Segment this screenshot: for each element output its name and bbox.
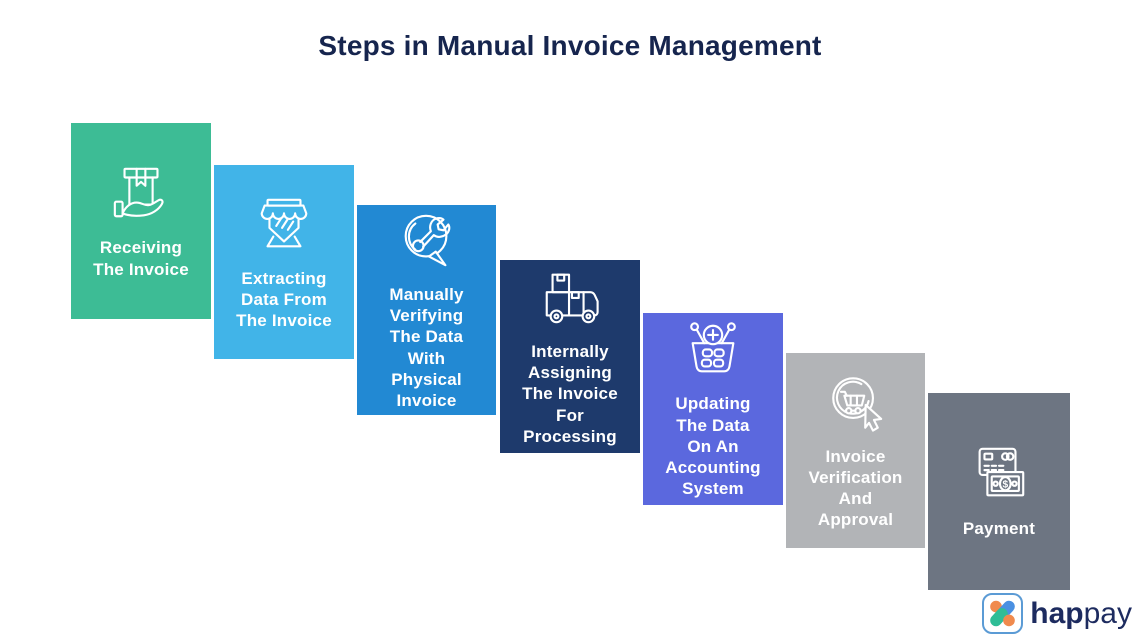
- happay-logo: happay: [982, 593, 1132, 634]
- happay-wordmark: happay: [1030, 596, 1132, 630]
- page-title: Steps in Manual Invoice Management: [318, 30, 822, 61]
- step-label: Invoice Verification And Approval: [808, 446, 903, 530]
- wrench-speech-bubble-icon: [396, 209, 458, 271]
- step-label: Payment: [962, 519, 1036, 539]
- step-card-internal-assignment: Internally Assigning The Invoice For Pro…: [500, 260, 640, 453]
- happay-logo-icon: [982, 593, 1024, 634]
- card-banknote-icon: $: [968, 443, 1030, 505]
- storefront-extract-icon: [253, 193, 315, 255]
- step-label: Updating The Data On An Accounting Syste…: [665, 394, 761, 499]
- step-card-receiving-invoice: Receiving The Invoice: [71, 123, 211, 319]
- basket-plus-icon: [682, 318, 744, 380]
- cart-cursor-icon: [825, 371, 887, 433]
- step-label: Manually Verifying The Data With Physica…: [389, 284, 464, 410]
- step-card-extracting-data: Extracting Data From The Invoice: [214, 165, 354, 359]
- hand-holding-box-icon: [110, 162, 172, 224]
- svg-text:$: $: [1002, 480, 1008, 491]
- step-label: Extracting Data From The Invoice: [236, 268, 332, 331]
- step-card-manual-verification: Manually Verifying The Data With Physica…: [357, 205, 496, 415]
- step-card-invoice-verification-approval: Invoice Verification And Approval: [786, 353, 925, 548]
- delivery-truck-icon: [539, 266, 601, 328]
- step-card-payment: $ Payment: [928, 393, 1070, 590]
- step-label: Receiving The Invoice: [93, 238, 189, 279]
- step-card-updating-accounting-system: Updating The Data On An Accounting Syste…: [643, 313, 783, 505]
- step-label: Internally Assigning The Invoice For Pro…: [522, 341, 618, 446]
